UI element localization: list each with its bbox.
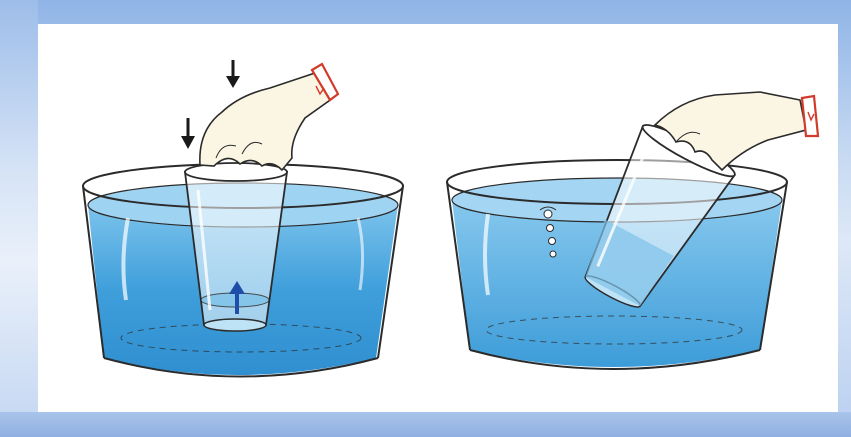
right-basin: [447, 92, 818, 369]
down-arrow-icon: [181, 118, 195, 149]
down-arrow-icon: [226, 60, 240, 88]
left-basin: [83, 60, 403, 377]
left-hand-icon: [200, 64, 338, 170]
